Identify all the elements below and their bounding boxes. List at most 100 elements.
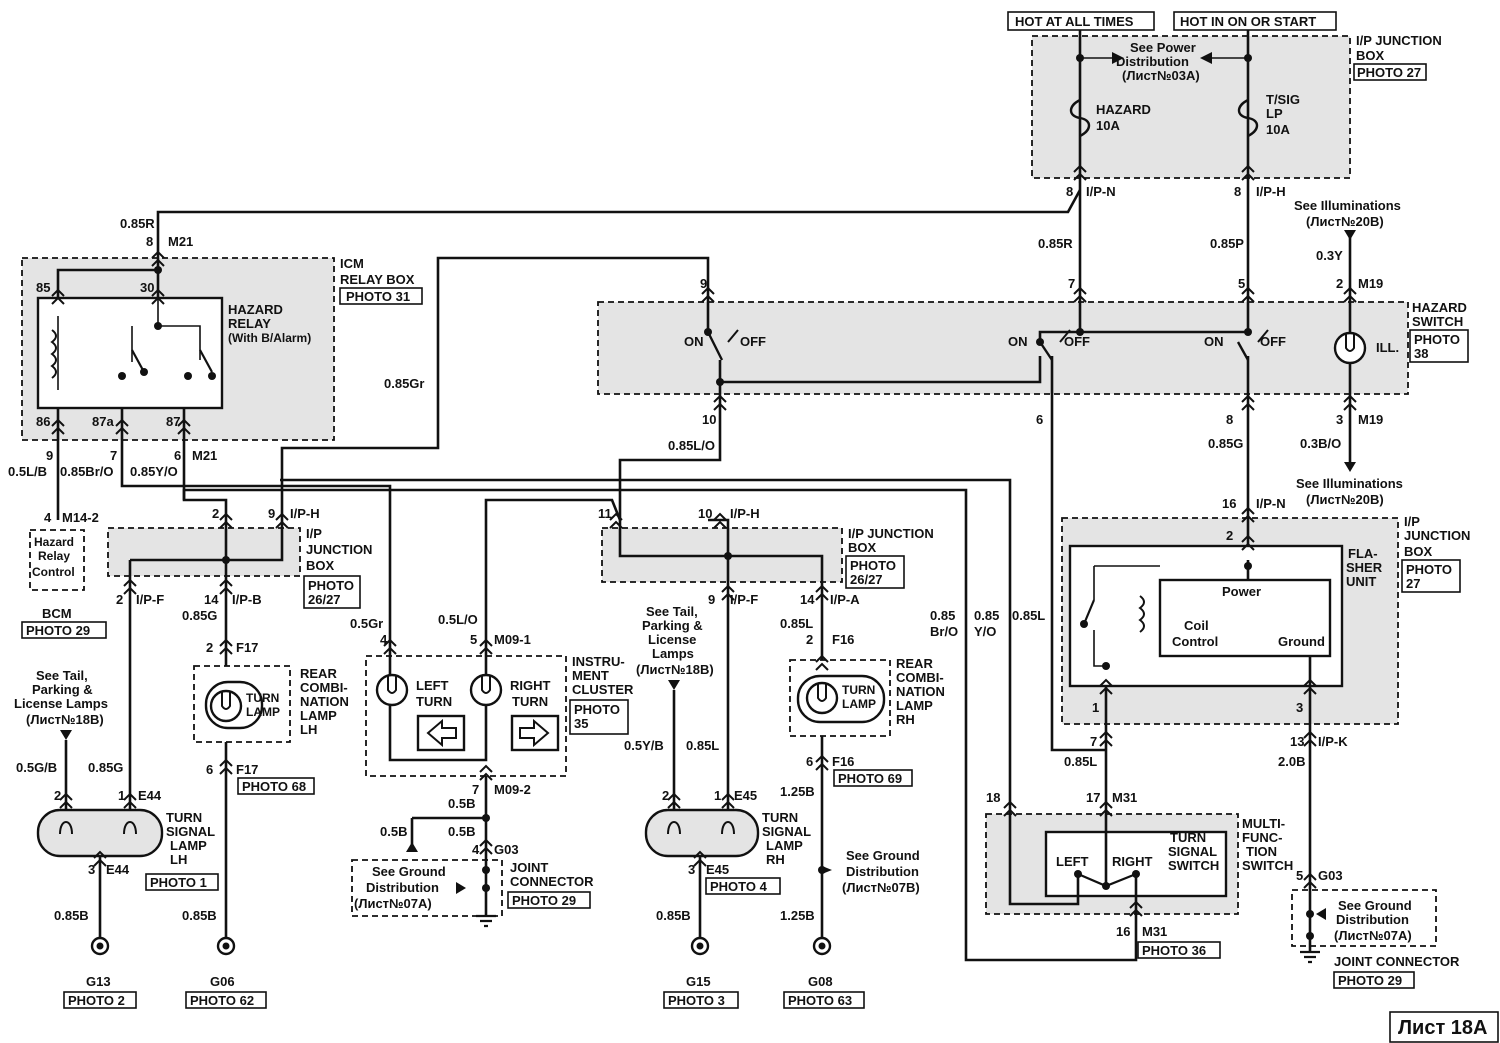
ip-junction-box-right — [1061, 517, 1399, 725]
rear-lh-conn-bot: F17 — [236, 762, 258, 777]
ipjb-left-label-1: I/P — [306, 526, 322, 541]
wire-03y: 0.3Y — [1316, 248, 1343, 263]
joint-left-label-2: CONNECTOR — [510, 874, 594, 889]
illum-bot-1: See Illuminations — [1296, 476, 1403, 491]
conn-iph: I/P-H — [1256, 184, 1286, 199]
mfs-sw-1: TURN — [1170, 830, 1206, 845]
tail-left-4: (Лист№18В) — [26, 712, 104, 727]
mfs-conn-b: M31 — [1142, 924, 1167, 939]
hot-always-box — [1007, 11, 1155, 31]
joint-right-conn: G03 — [1318, 868, 1343, 883]
wire-05b-a: 0.5B — [448, 796, 475, 811]
wire-05lb: 0.5L/B — [8, 464, 47, 479]
ipjb-left-pin-b: 14 — [204, 592, 219, 607]
ipjb-left-photo-1: PHOTO — [308, 578, 354, 593]
ipjb-right-photo-2: 27 — [1406, 576, 1420, 591]
cluster-conn-top: M09-1 — [494, 632, 531, 647]
wire-085b-a: 0.85B — [54, 908, 89, 923]
illum-top-2: (Лист№20В) — [1306, 214, 1384, 229]
switch-off-3: OFF — [1260, 334, 1286, 349]
flasher-label-1: FLA- — [1348, 546, 1378, 561]
joint-right-label: JOINT CONNECTOR — [1334, 954, 1460, 969]
bcm-control-1: Hazard — [34, 535, 74, 549]
joint-left-see-2: Distribution — [366, 880, 439, 895]
ipjb-right-pin-16: 16 — [1222, 496, 1236, 511]
fuse-tsig-lp: LP — [1266, 106, 1283, 121]
joint-left-label-1: JOINT — [510, 860, 548, 875]
rear-lh-lamp-1: TURN — [246, 691, 279, 705]
wire-085l-a: 0.85L — [780, 616, 813, 631]
hs-pin-7: 7 — [1068, 276, 1075, 291]
ipjb-right-label-3: BOX — [1404, 544, 1433, 559]
ipjb-right-label-1: I/P — [1404, 514, 1420, 529]
rear-rh-label-4: LAMP — [896, 698, 933, 713]
bcm-control-3: Control — [32, 565, 75, 579]
lamp-lh-label-3: LAMP — [170, 838, 207, 853]
mfs-pin-17: 17 — [1086, 790, 1100, 805]
rear-lh-lamp-2: LAMP — [246, 705, 280, 719]
ipjb-top-photo: PHOTO 27 — [1357, 65, 1421, 80]
tail-left-2: Parking & — [32, 682, 93, 697]
cluster-label-2: MENT — [572, 668, 609, 683]
hs-conn-m19-bot: M19 — [1358, 412, 1383, 427]
switch-contacts — [131, 329, 1269, 888]
bcm-photo: PHOTO 29 — [26, 623, 90, 638]
mfs-right: RIGHT — [1112, 854, 1153, 869]
lamp-lh-conn: E44 — [138, 788, 162, 803]
ground-see-3: (Лист№07В) — [842, 880, 920, 895]
hs-pin-3: 3 — [1336, 412, 1343, 427]
icm-label-1: ICM — [340, 256, 364, 271]
flasher-label-2: SHER — [1346, 560, 1383, 575]
flasher-label-3: UNIT — [1346, 574, 1376, 589]
hs-pin-5: 5 — [1238, 276, 1245, 291]
mfs-pin-18: 18 — [986, 790, 1000, 805]
rear-lh-photo: PHOTO 68 — [242, 779, 306, 794]
fuse-tsig-name: T/SIG — [1266, 92, 1300, 107]
mfs-label-4: SWITCH — [1242, 858, 1293, 873]
ip-junction-box-left — [107, 527, 301, 577]
ipjb-top-label-2: BOX — [1356, 48, 1385, 63]
switch-ill: ILL. — [1376, 340, 1399, 355]
mfs-photo: PHOTO 36 — [1142, 943, 1206, 958]
icm-pin-7: 7 — [110, 448, 117, 463]
ipjb-right-conn-k: I/P-K — [1318, 734, 1348, 749]
mfs-label-1: MULTI- — [1242, 816, 1285, 831]
ground-g08-photo: PHOTO 63 — [788, 993, 852, 1008]
ground-g08: G08 — [808, 974, 833, 989]
bcm-conn: M14-2 — [62, 510, 99, 525]
tail-mid-2: Parking & — [642, 618, 703, 633]
pin-ipn: 8 — [1066, 184, 1073, 199]
cluster-left-1: LEFT — [416, 678, 449, 693]
ipjb-left-pin-9: 9 — [268, 506, 275, 521]
mfs-label-3: TION — [1246, 844, 1277, 859]
hazard-switch-label-1: HAZARD — [1412, 300, 1467, 315]
fuse-hazard-rating: 10A — [1096, 118, 1120, 133]
ipjb-left-conn-b: I/P-B — [232, 592, 262, 607]
cluster-label-1: INSTRU- — [572, 654, 625, 669]
relay-t86: 86 — [36, 414, 50, 429]
ipjb-mid-conn-a: I/P-A — [830, 592, 860, 607]
lamp-lh-label-1: TURN — [166, 810, 202, 825]
rear-lh-label-2: COMBI- — [300, 680, 348, 695]
ipjb-right-photo-1: PHOTO — [1406, 562, 1452, 577]
hs-pin-8: 8 — [1226, 412, 1233, 427]
cluster-pin-5: 5 — [470, 632, 477, 647]
hazard-switch-photo-1: PHOTO — [1414, 332, 1460, 347]
lamp-rh-pin-2: 2 — [662, 788, 669, 803]
lamp-lh-photo: PHOTO 1 — [150, 875, 207, 890]
illum-bot-2: (Лист№20В) — [1306, 492, 1384, 507]
cluster-pin-4: 4 — [380, 632, 388, 647]
ipjb-mid-conn: I/P-H — [730, 506, 760, 521]
rear-rh-lamp-2: LAMP — [842, 697, 876, 711]
wire-085gr: 0.85Gr — [384, 376, 424, 391]
ipjb-right-pin-7: 7 — [1090, 734, 1097, 749]
joint-connector-left-box — [351, 859, 503, 917]
turn-signal-lamp-rh-body — [644, 808, 760, 858]
cluster-right-1: RIGHT — [510, 678, 551, 693]
lamp-lh-pin-3: 3 — [88, 862, 95, 877]
joint-right-see-2: Distribution — [1336, 912, 1409, 927]
arrows — [60, 52, 1356, 920]
lamp-rh-conn: E45 — [734, 788, 757, 803]
hs-pin-2: 2 — [1336, 276, 1343, 291]
sheet-label-box — [1389, 1011, 1499, 1043]
